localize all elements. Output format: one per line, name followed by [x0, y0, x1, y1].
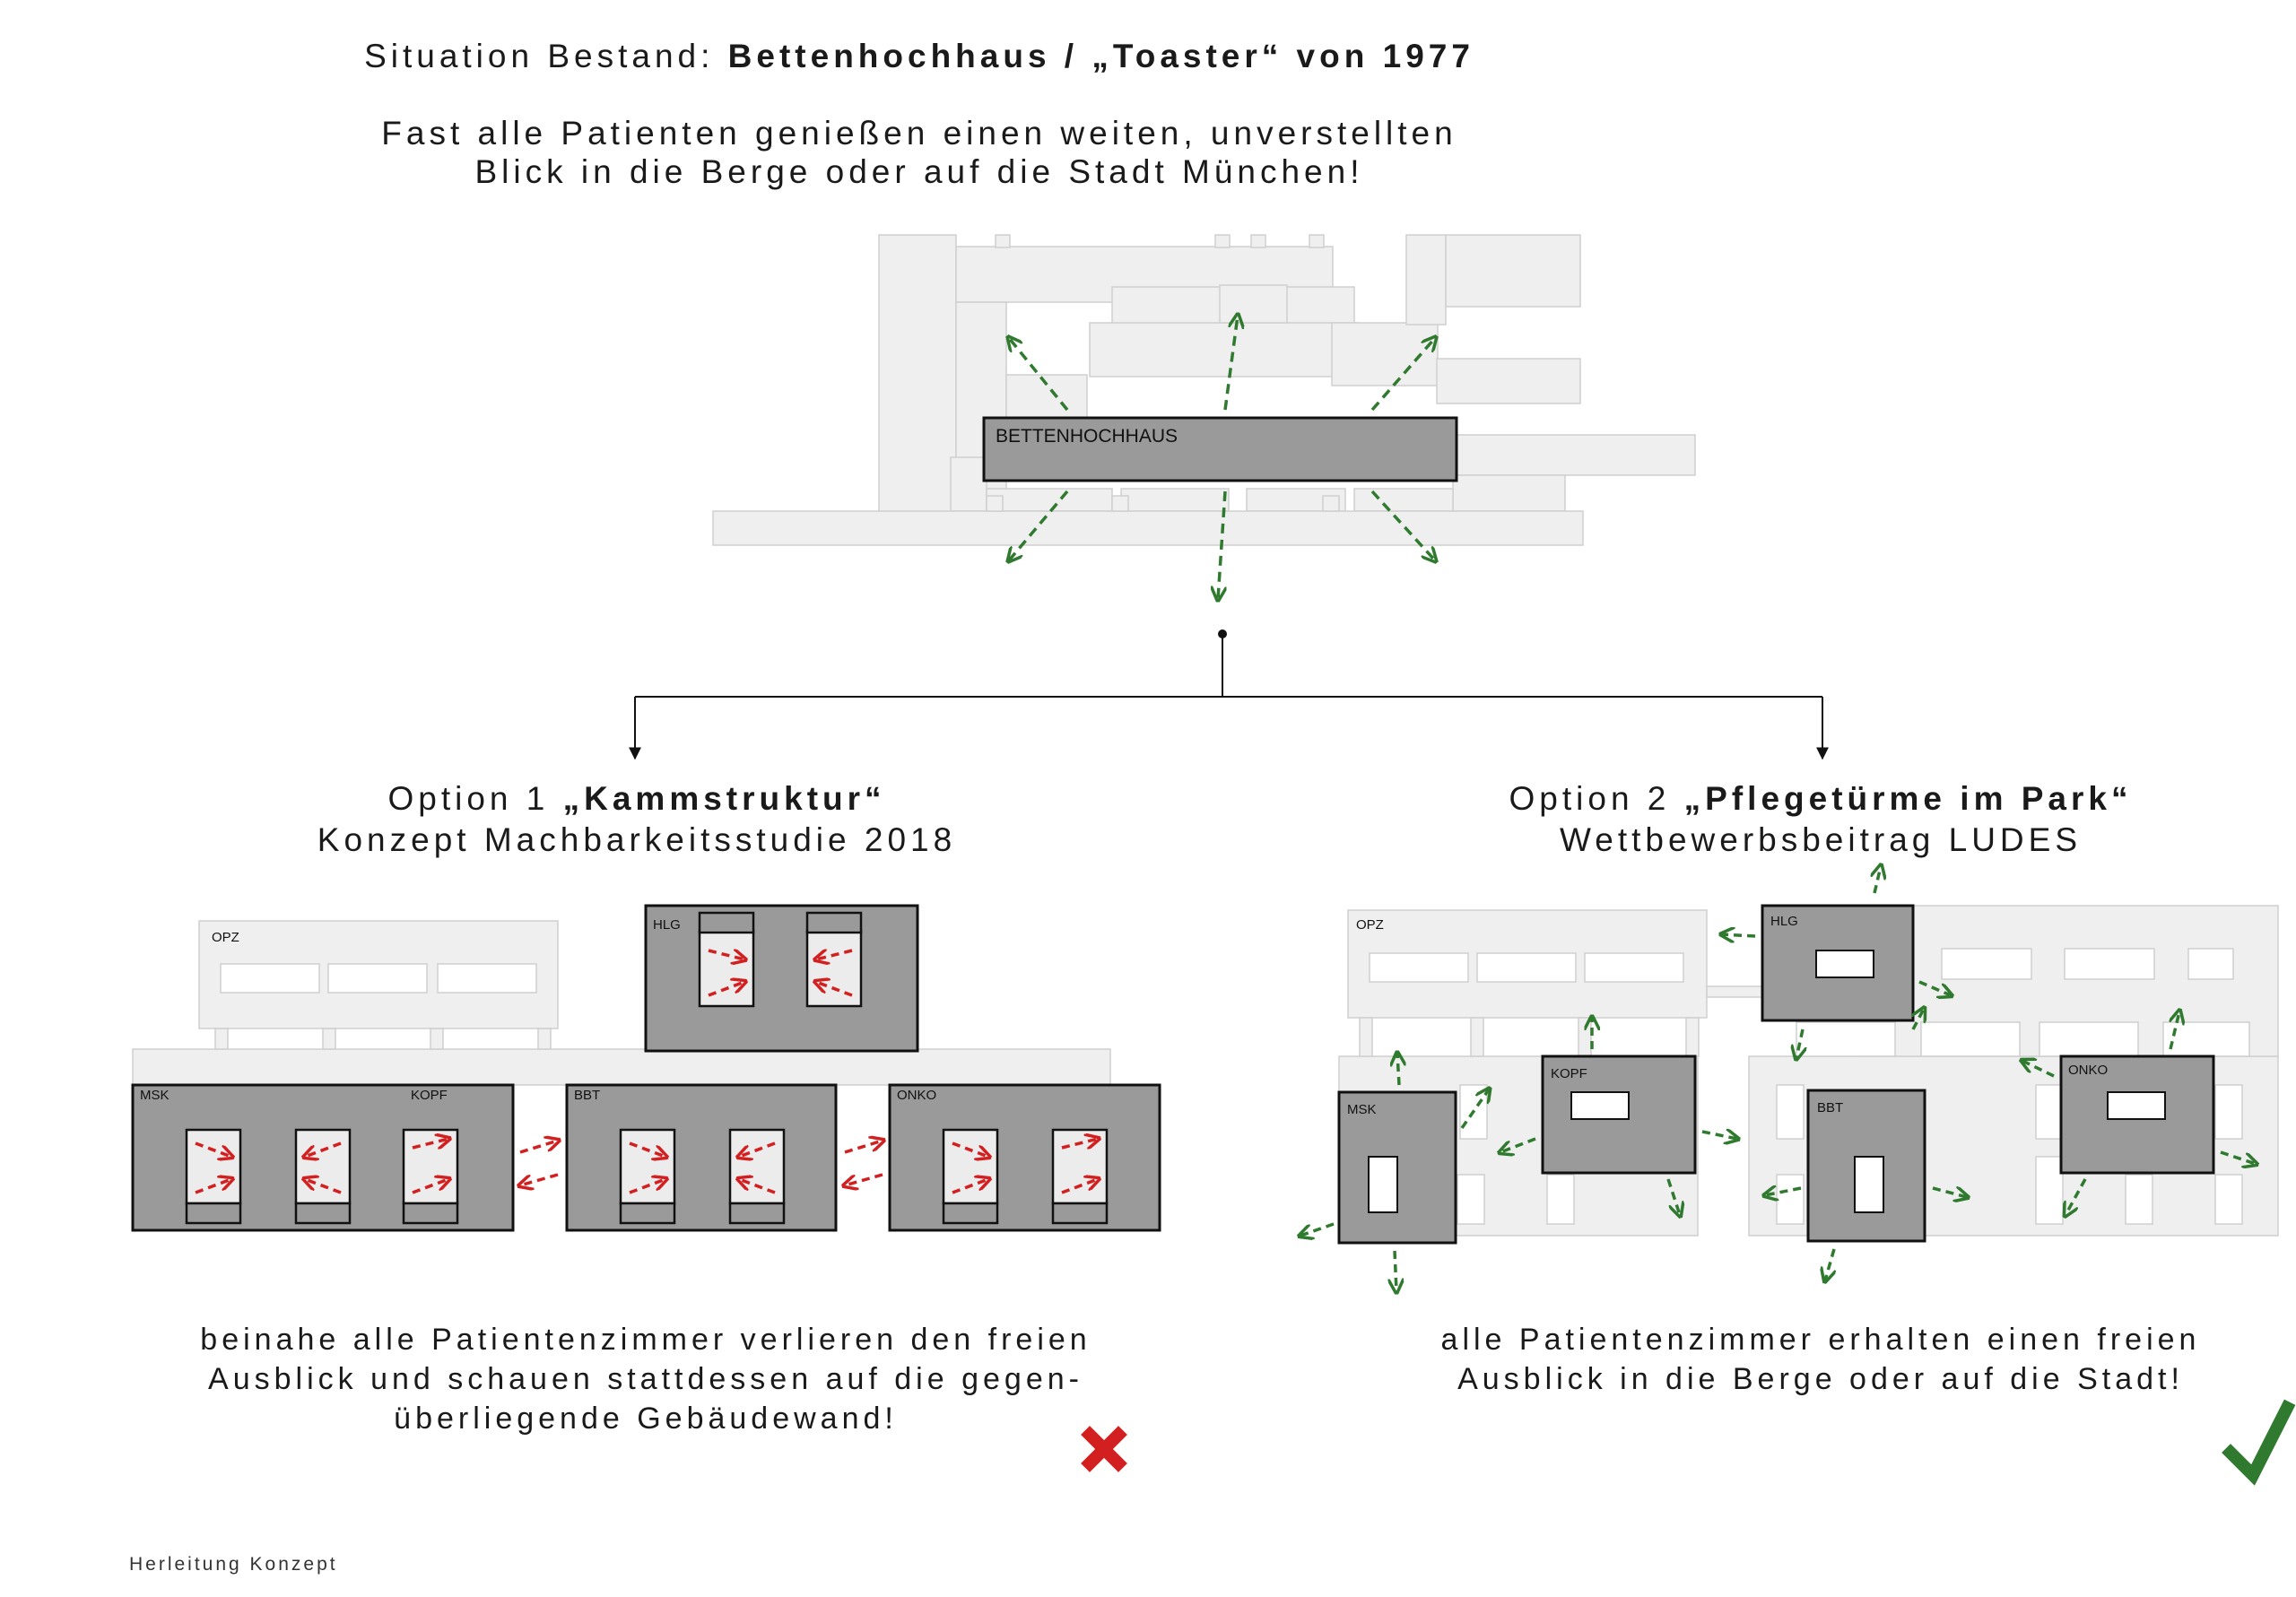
option1-caption-line-1: beinahe alle Patientenzimmer verlieren d… — [200, 1323, 1091, 1357]
option1-caption-line-3: überliegende Gebäudewand! — [394, 1402, 898, 1436]
bettenhochhaus-building — [982, 416, 1458, 482]
option2-hlg-tower: HLG — [1761, 904, 1915, 1022]
option2-title-prefix: Option 2 — [1509, 780, 1684, 817]
option2-subtitle: Wettbewerbsbeitrag LUDES — [1559, 821, 2083, 858]
option1-onko-building — [888, 1083, 1161, 1232]
existing-context-buildings — [712, 234, 1696, 546]
option1-subtitle: Konzept Machbarkeitsstudie 2018 — [317, 821, 957, 858]
option1-title-bold: „Kammstruktur“ — [562, 780, 886, 817]
option1-caption-line-2: Ausblick und schauen stattdessen auf die… — [208, 1362, 1083, 1396]
option1-plan: OPZ HLG MSK KOPF BBT — [131, 904, 1161, 1472]
page-subtitle-line-2: Blick in die Berge oder auf die Stadt Mü… — [474, 153, 1364, 190]
option1-onko-label: ONKO — [897, 1088, 936, 1103]
checkmark-icon — [2222, 1399, 2296, 1486]
page-title: Situation Bestand: Bettenhochhaus / „Toa… — [0, 38, 1839, 75]
option1-title-prefix: Option 1 — [387, 780, 563, 817]
existing-site-plan: BETTENHOCHHAUS — [712, 234, 1696, 599]
option2-bbt-label: BBT — [1817, 1100, 1843, 1115]
option1-hlg-building — [644, 904, 919, 1053]
option1-context — [132, 920, 1111, 1086]
option2-msk-tower: MSK — [1337, 1090, 1457, 1245]
option1-opz-label: OPZ — [212, 930, 239, 945]
option2-opz-label: OPZ — [1356, 917, 1384, 933]
option2-hlg-label: HLG — [1770, 914, 1798, 929]
cross-icon — [1081, 1426, 1127, 1472]
option2-title: Option 2 „Pflegetürme im Park“ — [1399, 780, 2242, 818]
title-bold: Bettenhochhaus / „Toaster“ von 1977 — [727, 38, 1474, 74]
page-subtitle-line-1: Fast alle Patienten genießen einen weite… — [381, 115, 1457, 152]
option1-bbt-building — [565, 1083, 838, 1232]
option2-plan: OPZ HLG MSK KOPF BBT ONKO — [1300, 866, 2296, 1486]
option1-caption: beinahe alle Patientenzimmer verlieren d… — [108, 1320, 1184, 1438]
option2-free-view-arrows — [1300, 866, 2256, 1291]
bettenhochhaus-label: BETTENHOCHHAUS — [996, 426, 1178, 447]
option2-kopf-label: KOPF — [1551, 1066, 1587, 1081]
option2-caption: alle Patientenzimmer erhalten einen frei… — [1283, 1320, 2296, 1399]
option1-bbt-label: BBT — [574, 1088, 600, 1103]
footer-label: Herleitung Konzept — [129, 1554, 338, 1575]
option2-title-bold: „Pflegetürme im Park“ — [1683, 780, 2133, 817]
option1-kopf-label: KOPF — [411, 1088, 448, 1103]
option2-onko-label: ONKO — [2068, 1063, 2108, 1078]
option1-msk-label: MSK — [140, 1088, 170, 1103]
option2-caption-line-2: Ausblick in die Berge oder auf die Stadt… — [1457, 1362, 2184, 1396]
option1-hlg-label: HLG — [653, 917, 681, 933]
existing-view-arrows — [1009, 316, 1435, 599]
option1-blocked-view-arrows — [195, 950, 1098, 1194]
option2-kopf-tower: KOPF — [1541, 1055, 1697, 1175]
branch-connector — [629, 629, 1829, 760]
option2-caption-line-1: alle Patientenzimmer erhalten einen frei… — [1440, 1323, 2201, 1357]
option2-msk-label: MSK — [1347, 1102, 1377, 1117]
option1-title: Option 1 „Kammstruktur“ — [215, 780, 1058, 818]
option2-onko-tower: ONKO — [2059, 1055, 2215, 1175]
title-prefix: Situation Bestand: — [364, 38, 728, 74]
option2-bbt-tower: BBT — [1806, 1089, 1926, 1243]
